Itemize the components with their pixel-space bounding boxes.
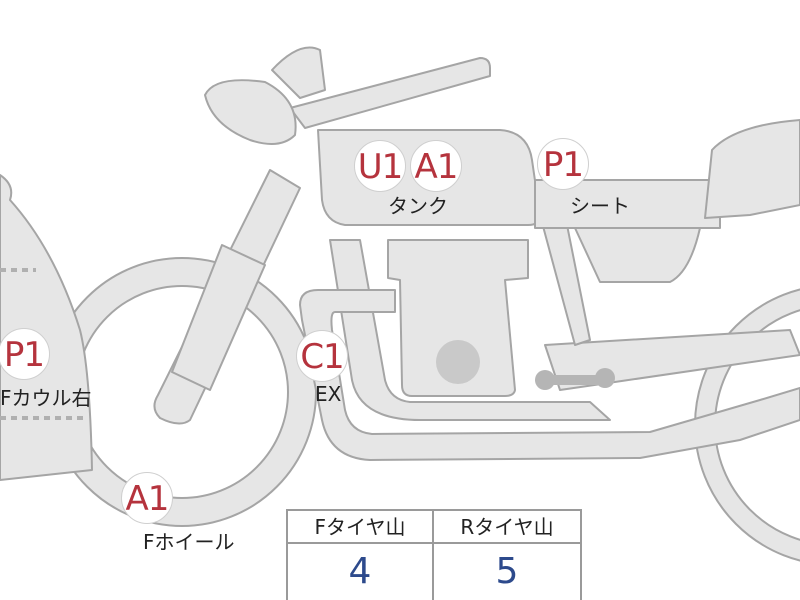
side-cover [574, 227, 701, 283]
rear-tire-value: 5 [495, 551, 519, 592]
footpeg-right [595, 368, 615, 388]
tank-badge-a: A1 [410, 140, 462, 192]
footpeg-left [535, 370, 555, 390]
tire-tread-table: Fタイヤ山 Rタイヤ山 4 5 [286, 509, 582, 600]
mirror-stem [271, 46, 326, 99]
tank-label: タンク [388, 194, 448, 218]
engine-cover [436, 340, 480, 384]
exhaust-label: EX [315, 382, 342, 406]
engine-block [387, 239, 529, 397]
cowl-badge: P1 [0, 328, 50, 380]
handlebar [289, 57, 491, 129]
seat-badge: P1 [537, 138, 589, 190]
front-tire-header: Fタイヤ山 [288, 511, 434, 544]
headlight [204, 79, 297, 145]
front-tire-value: 4 [288, 544, 434, 600]
frame-lower-rail [329, 239, 611, 421]
seat [534, 179, 721, 229]
tank-badge-u: U1 [354, 140, 406, 192]
seat-label: シート [570, 194, 630, 218]
rear-tire-header: Rタイヤ山 [434, 511, 580, 544]
rear-fender [704, 119, 800, 219]
exhaust-badge: C1 [296, 330, 348, 382]
cowl-label: Fカウル右 [0, 386, 92, 410]
front-cowl [0, 174, 93, 481]
wheel-badge: A1 [121, 472, 173, 524]
wheel-label: Fホイール [143, 530, 235, 554]
exhaust-pipe [299, 289, 800, 461]
fork-lower [171, 244, 266, 391]
